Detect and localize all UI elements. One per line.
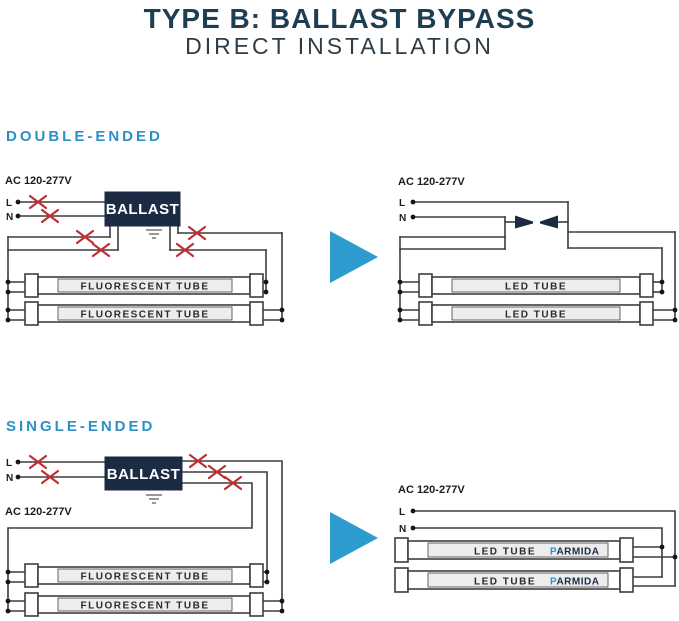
ac-voltage-label: AC 120-277V <box>5 506 72 518</box>
ac-voltage-label: AC 120-277V <box>5 175 72 187</box>
diagram-double-ended-after: AC 120-277V L N <box>397 176 678 326</box>
section-header-single-ended: SINGLE-ENDED <box>6 418 156 435</box>
diagram-single-ended-after: AC 120-277V L N LED TUBE P <box>394 484 678 593</box>
wiring <box>399 201 676 321</box>
line-label: L <box>399 507 405 518</box>
wiring <box>7 460 283 612</box>
transition-arrow-icon <box>330 231 378 283</box>
ac-voltage-label: AC 120-277V <box>398 484 465 496</box>
junction-dots <box>5 459 285 614</box>
led-tube-label: LED TUBE <box>474 547 536 558</box>
ac-voltage-label: AC 120-277V <box>398 176 465 188</box>
line-label: L <box>6 458 12 469</box>
page-title: TYPE B: BALLAST BYPASS <box>143 3 536 34</box>
parmida-logo: PARMIDA <box>550 547 599 558</box>
wire-nut-icons <box>515 215 558 229</box>
line-label: L <box>6 198 12 209</box>
fluorescent-tube-label: FLUORESCENT TUBE <box>81 310 210 321</box>
led-tube-1: LED TUBE <box>418 273 654 298</box>
fluorescent-tube-label: FLUORESCENT TUBE <box>81 601 210 612</box>
diagram-single-ended-before: L N AC 120-277V <box>5 453 285 617</box>
ballast-label: BALLAST <box>107 466 181 483</box>
wiring <box>412 510 676 587</box>
led-tube-label: LED TUBE <box>505 310 567 321</box>
fluorescent-tube-2: FLUORESCENT TUBE <box>24 592 264 617</box>
ballast: BALLAST <box>104 191 181 227</box>
neutral-label: N <box>399 213 406 224</box>
fluorescent-tube-label: FLUORESCENT TUBE <box>81 572 210 583</box>
ground-icon <box>146 229 162 239</box>
fluorescent-tube-1: FLUORESCENT TUBE <box>24 273 264 298</box>
junction-dots <box>410 508 678 560</box>
disconnect-x-icons <box>28 194 207 258</box>
diagram-double-ended-before: AC 120-277V L N <box>5 175 285 326</box>
ballast-label: BALLAST <box>106 201 180 218</box>
ground-icon <box>146 494 162 504</box>
ballast: BALLAST <box>104 456 183 491</box>
wire-nut-left-icon <box>515 215 533 229</box>
line-label: L <box>399 198 405 209</box>
led-tube-2: LED TUBE PARMIDA <box>394 567 634 593</box>
parmida-logo: PARMIDA <box>550 577 599 588</box>
section-header-double-ended: DOUBLE-ENDED <box>6 128 163 145</box>
neutral-label: N <box>6 473 13 484</box>
junction-dots <box>5 199 285 323</box>
wire-nut-right-icon <box>540 215 558 229</box>
page-subtitle: DIRECT INSTALLATION <box>185 33 494 59</box>
led-tube-1: LED TUBE PARMIDA <box>394 537 634 563</box>
neutral-label: N <box>6 212 13 223</box>
neutral-label: N <box>399 524 406 535</box>
junction-dots <box>397 199 678 323</box>
disconnect-x-icons <box>28 453 243 491</box>
transition-arrow-icon <box>330 512 378 564</box>
fluorescent-tube-label: FLUORESCENT TUBE <box>81 282 210 293</box>
led-tube-2: LED TUBE <box>418 301 654 326</box>
fluorescent-tube-1: FLUORESCENT TUBE <box>24 563 264 588</box>
fluorescent-tube-2: FLUORESCENT TUBE <box>24 301 264 326</box>
led-tube-label: LED TUBE <box>505 282 567 293</box>
led-tube-label: LED TUBE <box>474 577 536 588</box>
